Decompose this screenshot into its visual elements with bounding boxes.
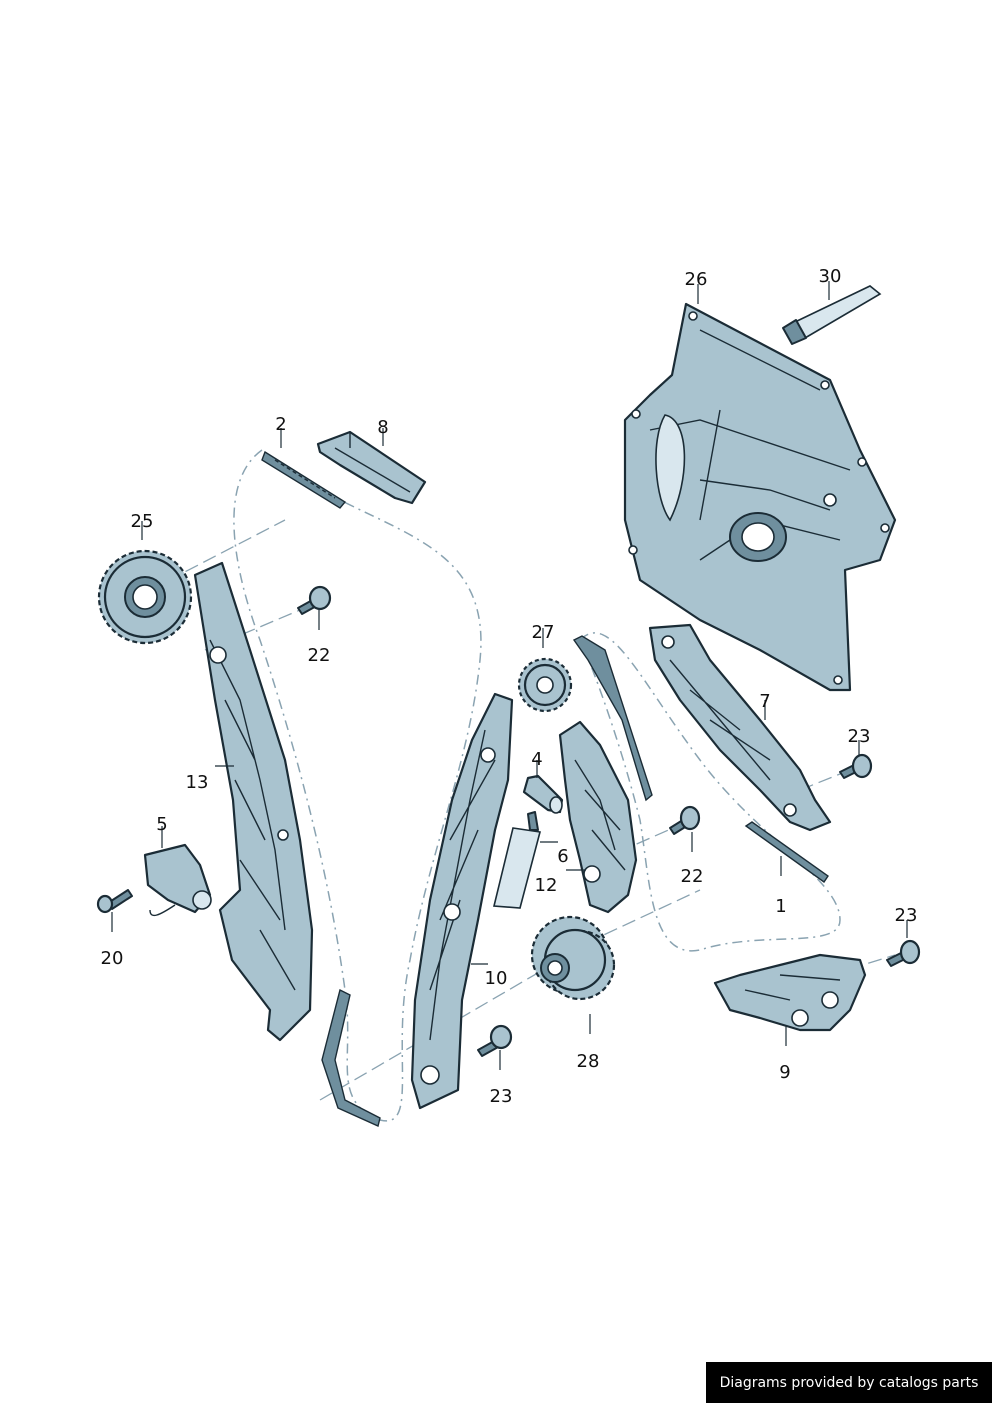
bolt-23-far-right <box>886 939 921 967</box>
sealant-tube-30 <box>782 285 882 345</box>
slide-rail-9 <box>713 953 867 1032</box>
callout-23-lower-middle: 23 <box>490 1086 513 1107</box>
callout-1: 1 <box>775 896 786 917</box>
sprocket-28 <box>530 915 616 1001</box>
callout-7: 7 <box>759 691 770 712</box>
bolt-20 <box>96 889 133 914</box>
secondary-chain-route <box>579 632 841 952</box>
callout-25: 25 <box>131 511 154 532</box>
bolt-23-lower-middle <box>477 1024 513 1057</box>
tensioner-rail-13 <box>193 561 314 1042</box>
callout-10: 10 <box>485 968 508 989</box>
callout-12: 12 <box>535 875 558 896</box>
callout-23-right-upper: 23 <box>848 726 871 747</box>
callout-30: 30 <box>819 266 842 287</box>
sprocket-25 <box>97 549 193 645</box>
callout-22-right: 22 <box>681 866 704 887</box>
chain-lower-left <box>321 988 381 1127</box>
timing-cover-26 <box>623 302 897 692</box>
callout-13: 13 <box>186 772 209 793</box>
callout-22-left: 22 <box>308 645 331 666</box>
bolt-22-left <box>297 585 332 615</box>
leader-lines <box>111 281 908 1070</box>
callout-6: 6 <box>557 846 568 867</box>
axis-bolt-22-left <box>204 609 301 651</box>
sealant-6 <box>492 811 542 909</box>
callout-9: 9 <box>779 1062 790 1083</box>
callout-23-far-right: 23 <box>895 905 918 926</box>
chain-upper-right <box>572 635 653 802</box>
chain-2 <box>261 450 347 509</box>
tensioner-rail-12 <box>558 720 638 914</box>
chain-1 <box>744 821 829 883</box>
bolt-22-right <box>669 805 701 835</box>
callout-8: 8 <box>377 417 388 438</box>
callout-28: 28 <box>577 1051 600 1072</box>
callout-2: 2 <box>275 414 286 435</box>
slide-rail-8 <box>316 430 427 505</box>
callout-26: 26 <box>685 269 708 290</box>
bolt-23-right-upper <box>839 753 873 779</box>
callout-labels: 2 8 25 22 13 5 20 27 4 6 12 10 23 28 26 … <box>101 266 918 1107</box>
sprocket-27 <box>517 657 573 713</box>
tensioner-plunger-4 <box>522 774 564 814</box>
axis-bolt-22-right <box>599 824 681 861</box>
slide-rail-7 <box>648 623 832 832</box>
callout-20: 20 <box>101 948 124 969</box>
axis-guide-13-bolt <box>319 959 561 1101</box>
chain-tensioner-5 <box>143 843 212 917</box>
callout-4: 4 <box>531 749 542 770</box>
guide-rail-10 <box>410 692 514 1110</box>
credit-footer: Diagrams provided by catalogs parts <box>706 1362 992 1403</box>
callout-5: 5 <box>156 814 167 835</box>
callout-27: 27 <box>532 622 555 643</box>
